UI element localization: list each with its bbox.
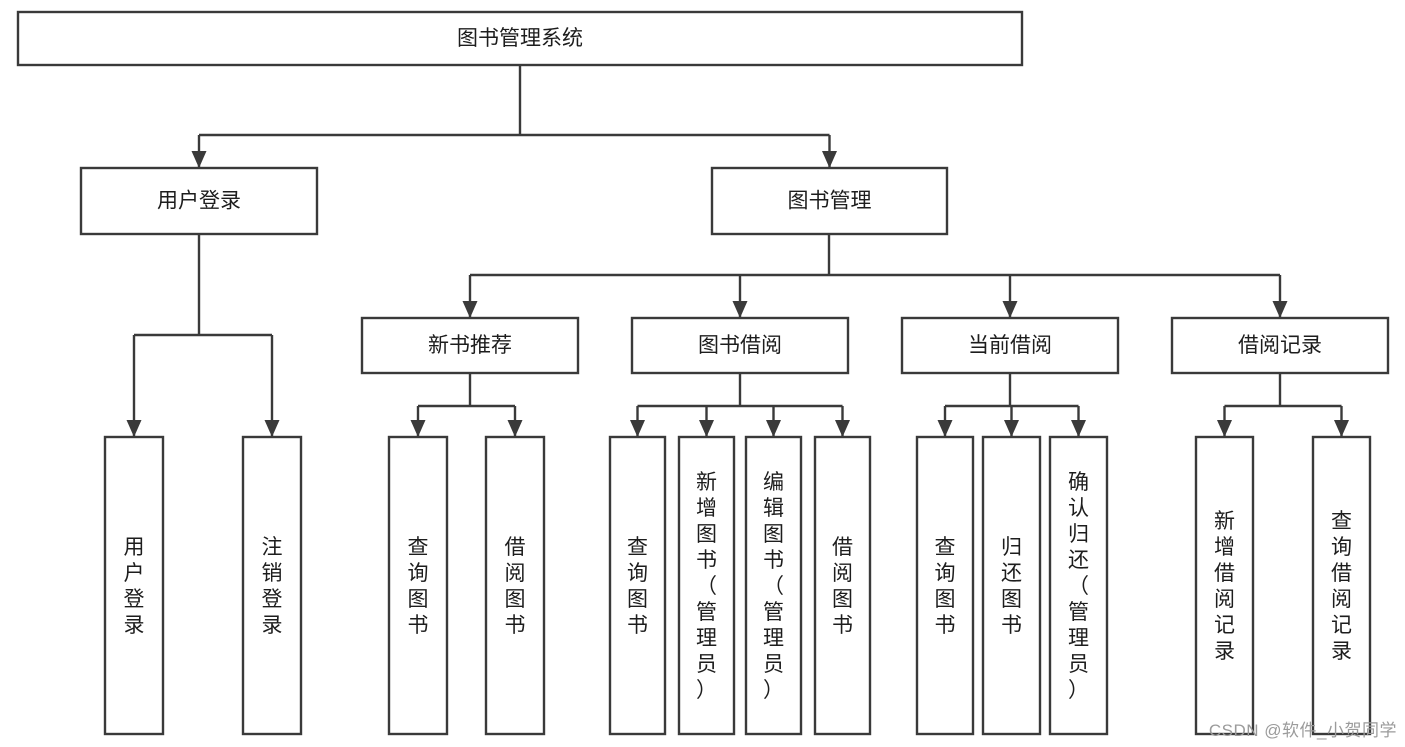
node-label: 图书管理系统	[457, 27, 583, 50]
arrow-head-icon	[766, 420, 781, 437]
node-leaf-query-book-2[interactable]: 查询图书	[608, 435, 667, 736]
arrow-head-icon	[410, 420, 426, 437]
node-label: 查询借阅记录	[1331, 510, 1352, 663]
node-label: 新书推荐	[428, 334, 512, 357]
node-label: 用户登录	[124, 536, 145, 637]
node-leaf-add-book[interactable]: 新增图书（管理员）	[677, 435, 736, 736]
node-leaf-query-record[interactable]: 查询借阅记录	[1311, 435, 1372, 736]
arrow-head-icon	[462, 301, 478, 318]
arrow-head-icon	[822, 151, 837, 168]
connector-layer	[126, 65, 1349, 437]
node-box[interactable]	[630, 316, 850, 375]
connector-group	[126, 234, 280, 437]
node-box[interactable]	[981, 435, 1042, 736]
node-box[interactable]	[900, 316, 1120, 375]
node-leaf-edit-book[interactable]: 编辑图书（管理员）	[744, 435, 803, 736]
node-box[interactable]	[1048, 435, 1109, 736]
node-label: 确认归还（管理员）	[1068, 471, 1089, 702]
node-root[interactable]: 图书管理系统	[16, 10, 1024, 67]
arrow-head-icon	[1071, 420, 1086, 437]
arrow-head-icon	[264, 420, 280, 437]
node-leaf-query-book-3[interactable]: 查询图书	[915, 435, 975, 736]
node-new-book-recommend[interactable]: 新书推荐	[360, 316, 580, 375]
node-box[interactable]	[1170, 316, 1390, 375]
arrow-head-icon	[191, 151, 207, 168]
node-box[interactable]	[710, 166, 949, 236]
arrow-head-icon	[1004, 420, 1019, 437]
node-box[interactable]	[103, 435, 165, 736]
connector-group	[191, 65, 837, 168]
arrow-head-icon	[1002, 301, 1018, 318]
node-box[interactable]	[1194, 435, 1255, 736]
arrow-head-icon	[1334, 420, 1349, 437]
node-leaf-add-record[interactable]: 新增借阅记录	[1194, 435, 1255, 736]
node-label: 借阅图书	[832, 536, 853, 637]
node-box[interactable]	[484, 435, 546, 736]
node-label: 查询图书	[935, 536, 956, 637]
arrow-head-icon	[630, 420, 645, 437]
node-label: 查询图书	[408, 536, 429, 637]
node-label: 图书借阅	[698, 334, 782, 357]
node-label: 当前借阅	[968, 334, 1052, 357]
arrow-head-icon	[835, 420, 850, 437]
arrow-head-icon	[507, 420, 523, 437]
arrow-head-icon	[937, 420, 953, 437]
node-book-manage[interactable]: 图书管理	[710, 166, 949, 236]
node-label: 编辑图书（管理员）	[763, 471, 784, 702]
node-box[interactable]	[16, 10, 1024, 67]
node-leaf-user-logout[interactable]: 注销登录	[241, 435, 303, 736]
node-label: 用户登录	[157, 190, 241, 213]
node-leaf-borrow-book-1[interactable]: 借阅图书	[484, 435, 546, 736]
node-label: 借阅图书	[505, 536, 526, 637]
node-box[interactable]	[241, 435, 303, 736]
node-box[interactable]	[360, 316, 580, 375]
node-book-borrow[interactable]: 图书借阅	[630, 316, 850, 375]
node-label: 新增借阅记录	[1214, 510, 1235, 663]
arrow-head-icon	[699, 420, 714, 437]
node-box[interactable]	[79, 166, 319, 236]
node-box[interactable]	[387, 435, 449, 736]
connector-group	[1217, 373, 1349, 437]
node-box[interactable]	[677, 435, 736, 736]
node-box[interactable]	[915, 435, 975, 736]
node-box[interactable]	[813, 435, 872, 736]
arrow-head-icon	[1272, 301, 1288, 318]
connector-group	[937, 373, 1086, 437]
node-leaf-borrow-book-2[interactable]: 借阅图书	[813, 435, 872, 736]
node-label: 借阅记录	[1238, 334, 1322, 357]
arrow-head-icon	[732, 301, 748, 318]
node-leaf-confirm-return[interactable]: 确认归还（管理员）	[1048, 435, 1109, 736]
node-box[interactable]	[608, 435, 667, 736]
node-layer: 图书管理系统用户登录图书管理新书推荐图书借阅当前借阅借阅记录用户登录注销登录查询…	[16, 10, 1390, 736]
node-leaf-user-login[interactable]: 用户登录	[103, 435, 165, 736]
connector-group	[630, 373, 850, 437]
node-label: 新增图书（管理员）	[696, 471, 717, 702]
node-label: 查询图书	[627, 536, 648, 637]
node-box[interactable]	[1311, 435, 1372, 736]
arrow-head-icon	[1217, 420, 1232, 437]
node-label: 图书管理	[788, 190, 872, 213]
arrow-head-icon	[126, 420, 142, 437]
connector-group	[410, 373, 523, 437]
node-borrow-record[interactable]: 借阅记录	[1170, 316, 1390, 375]
connector-group	[462, 234, 1288, 318]
node-leaf-query-book-1[interactable]: 查询图书	[387, 435, 449, 736]
watermark-label: CSDN @软件_小贺同学	[1208, 721, 1397, 740]
node-user-login[interactable]: 用户登录	[79, 166, 319, 236]
node-current-borrow[interactable]: 当前借阅	[900, 316, 1120, 375]
node-label: 归还图书	[1001, 536, 1022, 637]
node-label: 注销登录	[262, 536, 283, 637]
node-leaf-return-book[interactable]: 归还图书	[981, 435, 1042, 736]
node-box[interactable]	[744, 435, 803, 736]
